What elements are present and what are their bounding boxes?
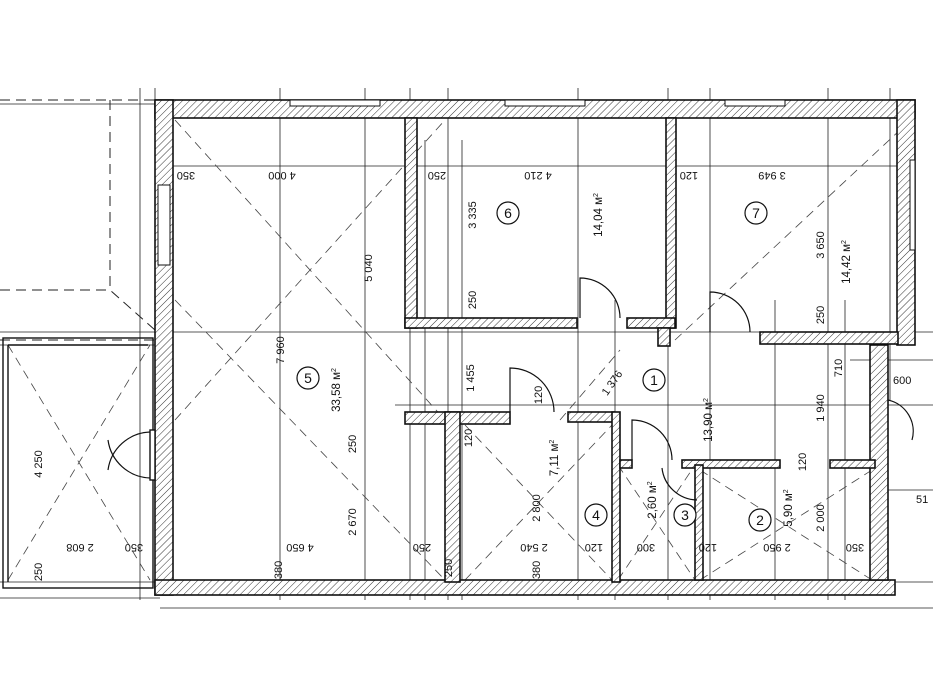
dimension-labels-top: 350 4 000 250 4 210 120 3 949 [177, 169, 786, 181]
dim-2540: 2 540 [520, 541, 548, 553]
room-number-3: 3 [681, 507, 689, 523]
room-areas: 33,58 м2 14,04 м2 14,42 м2 13,90 м2 7,11… [331, 193, 853, 527]
room-number-4: 4 [592, 507, 600, 523]
dim-51: 51 [916, 494, 928, 506]
dim-350-br: 350 [846, 541, 864, 553]
dimension-labels-bottom: 2 608 350 4 650 250 2 540 120 300 120 2 … [66, 541, 864, 553]
dim-250-b1: 250 [413, 541, 431, 553]
dim-3335: 3 335 [467, 201, 479, 229]
dim-380-a: 380 [273, 561, 285, 579]
room-diagonals [7, 119, 901, 581]
dim-300: 300 [637, 541, 655, 553]
dim-4250: 4 250 [33, 450, 45, 478]
dim-350-bl: 350 [125, 541, 143, 553]
room-area-5: 33,58 м2 [331, 368, 343, 412]
dim-2000: 2 000 [815, 504, 827, 532]
room-area-1: 13,90 м2 [703, 398, 715, 442]
room-markers [296, 201, 772, 532]
dim-1940: 1 940 [815, 394, 827, 422]
dim-2800: 2 800 [531, 494, 543, 522]
dim-250-left: 250 [33, 563, 45, 581]
site-dashed-lines [0, 99, 156, 341]
dim-250-r6: 250 [467, 291, 479, 309]
dim-250-top: 250 [428, 169, 446, 181]
dim-3949: 3 949 [758, 169, 786, 181]
dim-1455: 1 455 [465, 364, 477, 392]
room-numbers: 5 6 7 1 4 3 2 [304, 205, 764, 528]
dim-4000: 4 000 [268, 169, 296, 181]
dim-2608: 2 608 [66, 541, 94, 553]
dim-120-r4: 120 [533, 386, 545, 404]
doors [107, 277, 914, 501]
balcony [2, 337, 156, 589]
dim-120-top: 120 [680, 169, 698, 181]
dim-1376: 1 376 [600, 369, 626, 398]
dim-120-b2: 120 [699, 541, 717, 553]
dim-380-b: 380 [531, 561, 543, 579]
dim-250-b2: 250 [443, 559, 455, 577]
dim-5040: 5 040 [363, 254, 375, 282]
dim-710: 710 [833, 359, 845, 377]
room-area-2: 5,90 м2 [783, 489, 795, 526]
grid-lines [0, 88, 933, 609]
room-area-3: 2,60 м2 [647, 481, 659, 518]
room-number-2: 2 [756, 512, 764, 528]
dim-4210: 4 210 [524, 169, 552, 181]
dim-2950: 2 950 [763, 541, 791, 553]
dim-250-r7: 250 [815, 306, 827, 324]
dim-4650: 4 650 [286, 541, 314, 553]
dim-3650: 3 650 [815, 231, 827, 259]
dim-120-r2: 120 [797, 453, 809, 471]
room-number-6: 6 [504, 205, 512, 221]
dim-7960: 7 960 [275, 336, 287, 364]
room-area-4: 7,11 м2 [549, 440, 561, 477]
room-number-1: 1 [650, 372, 658, 388]
dim-350-top: 350 [177, 169, 195, 181]
room-number-5: 5 [304, 370, 312, 386]
dim-250-mid: 250 [347, 435, 359, 453]
windows [157, 99, 916, 266]
room-number-7: 7 [752, 205, 760, 221]
dim-120-left4: 120 [463, 429, 475, 447]
dim-120-b: 120 [585, 541, 603, 553]
dim-600: 600 [893, 375, 911, 387]
room-area-7: 14,42 м2 [841, 240, 853, 284]
room-area-6: 14,04 м2 [593, 193, 605, 237]
dim-2670: 2 670 [347, 508, 359, 536]
